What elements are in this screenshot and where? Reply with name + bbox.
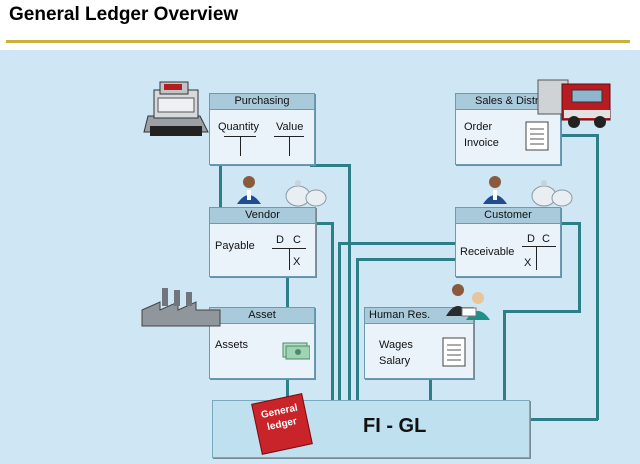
connector-line — [331, 222, 334, 400]
connector-line — [286, 378, 289, 400]
connector-line — [356, 258, 359, 400]
connector-line — [314, 222, 334, 225]
debit-label: D — [527, 233, 535, 245]
credit-label: C — [293, 234, 301, 246]
connector-line — [503, 310, 506, 400]
credit-label: C — [542, 233, 550, 245]
order-label: Order — [464, 121, 493, 133]
fi-gl-label: FI - GL — [363, 415, 427, 437]
connector-line — [528, 418, 598, 421]
document-icon — [442, 337, 466, 367]
connector-line — [348, 164, 351, 400]
document-icon — [525, 121, 549, 151]
cash-register-icon — [143, 81, 209, 136]
money-bag-icon — [285, 180, 327, 207]
salary-label: Salary — [379, 355, 411, 367]
hr-title: Human Res. — [365, 308, 473, 324]
general-ledger-book-icon: General ledger — [251, 393, 313, 455]
truck-icon — [537, 79, 611, 128]
t-account-stem — [289, 248, 290, 270]
header: General Ledger Overview — [0, 0, 640, 50]
invoice-label: Invoice — [464, 137, 499, 149]
t-account-bar — [522, 246, 556, 247]
t-account-stem — [289, 136, 290, 156]
connector-line — [559, 222, 581, 225]
people-icon — [446, 284, 490, 320]
connector-line — [338, 242, 456, 245]
x-label: X — [524, 257, 532, 269]
connector-line — [429, 378, 432, 400]
x-label: X — [293, 256, 301, 268]
t-account-stem — [536, 246, 537, 270]
asset-title: Asset — [210, 308, 314, 324]
wages-label: Wages — [379, 339, 413, 351]
sales-title: Sales & Distr. — [456, 94, 560, 110]
hr-box: Human Res. Wages Salary — [364, 307, 474, 379]
payable-label: Payable — [215, 240, 255, 252]
connector-line — [338, 242, 341, 400]
title-rule — [6, 40, 630, 43]
t-account-stem — [240, 136, 241, 156]
connector-line — [356, 258, 456, 261]
vendor-box: Vendor Payable D C X — [209, 207, 316, 277]
asset-box: Asset Assets — [209, 307, 315, 379]
money-icon — [282, 342, 310, 360]
connector-line — [286, 275, 289, 308]
vendor-title: Vendor — [210, 208, 315, 224]
customer-box: Customer Receivable D C X — [455, 207, 561, 277]
connector-line — [560, 134, 598, 137]
connector-line — [596, 134, 599, 420]
value-label: Value — [276, 121, 304, 133]
connector-line — [578, 222, 581, 312]
connector-line — [503, 310, 581, 313]
money-bag-icon — [531, 180, 573, 207]
purchasing-box: Purchasing Quantity Value — [209, 93, 315, 165]
factory-icon — [141, 288, 221, 327]
quantity-label: Quantity — [218, 121, 259, 133]
debit-label: D — [276, 234, 284, 246]
connector-line — [310, 164, 350, 167]
person-icon — [483, 176, 507, 204]
purchasing-title: Purchasing — [210, 94, 314, 110]
person-icon — [237, 176, 261, 204]
connector-line — [219, 164, 222, 210]
customer-title: Customer — [456, 208, 560, 224]
page-title: General Ledger Overview — [9, 4, 239, 25]
receivable-label: Receivable — [460, 246, 515, 258]
assets-label: Assets — [215, 339, 249, 351]
